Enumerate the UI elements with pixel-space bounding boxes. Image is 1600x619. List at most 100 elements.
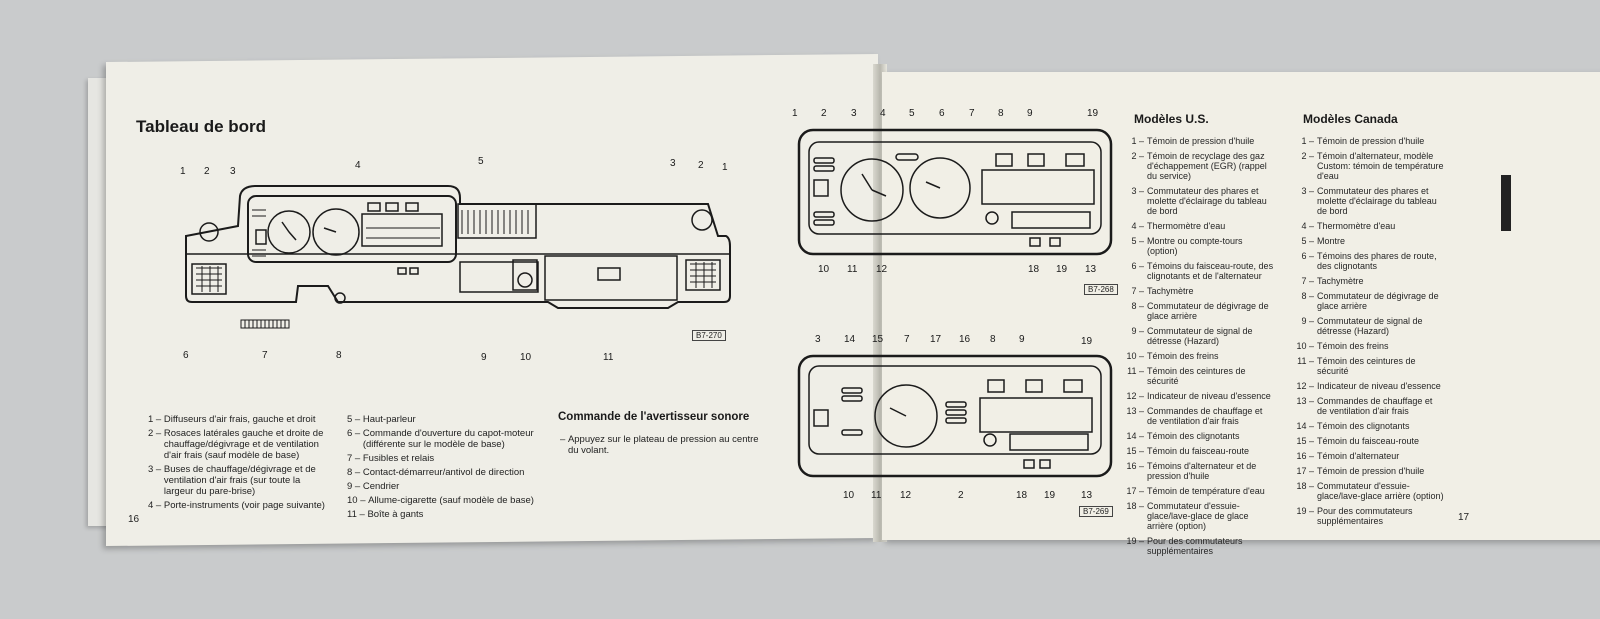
list-item: 16 –Témoins d'alternateur et de pression… [1126,461,1257,481]
list-item: 6 – Commande d'ouverture du capot-moteur… [347,428,534,450]
us-callout-2: 2 [821,108,827,119]
list-item: 18 –Commutateur d'essuie-glace/lave-glac… [1296,481,1444,501]
page-number-right: 17 [1458,512,1470,523]
list-item: 18 –Commutateur d'essuie-glace/lave-glac… [1126,501,1249,531]
callout-2: 2 [204,166,210,177]
page-number-left: 16 [128,514,140,525]
list-item: 1 –Témoin de pression d'huile [1131,136,1255,146]
ca-callout-18: 18 [1016,490,1028,501]
list-item: 10 –Témoin des freins [1296,341,1389,351]
callout-1: 1 [180,166,186,177]
list-item: 8 –Commutateur de dégivrage de glace arr… [1301,291,1439,311]
list-item: 19 –Pour des commutateurs supplémentaire… [1296,506,1413,526]
ca-callout-16: 16 [959,334,971,345]
list-item: 15 –Témoin du faisceau-route [1126,446,1250,456]
list-item: 3 –Commutateur des phares et molette d'é… [1301,186,1437,216]
list-item: 19 –Pour des commutateurs supplémentaire… [1126,536,1243,556]
list-item: 9 – Cendrier [347,481,400,492]
us-callout-5: 5 [909,108,915,119]
us-callout-9: 9 [1027,108,1033,119]
list-item: 8 –Commutateur de dégivrage de glace arr… [1131,301,1269,321]
callout-2-right: 2 [698,160,704,171]
figure-ref: B7-270 [692,330,726,341]
list-item: 10 – Allume-cigarette (sauf modèle de ba… [347,495,534,506]
list-item: 5 –Montre ou compte-tours (option) [1131,236,1243,256]
figure-ref-bottom: B7-269 [1079,506,1113,517]
list-item: 3 –Commutateur des phares et molette d'é… [1131,186,1267,216]
ca-callout-11: 11 [871,490,882,501]
us-callout-8: 8 [998,108,1004,119]
list-item: 4 –Thermomètre d'eau [1131,221,1226,231]
callout-4: 4 [355,160,361,171]
canada-models-heading: Modèles Canada [1303,112,1398,126]
horn-section-text: – Appuyez sur le plateau de pression au … [560,434,760,459]
callout-3-right: 3 [670,158,676,169]
list-item: 12 –Indicateur de niveau d'essence [1126,391,1271,401]
callout-11: 11 [603,352,614,363]
list-item: – Appuyez sur le plateau de pression au … [560,434,759,456]
list-item: 16 –Témoin d'alternateur [1296,451,1400,461]
callout-1-right: 1 [722,162,728,173]
ca-callout-14: 14 [844,334,856,345]
ca-callout-8: 8 [990,334,996,345]
dashboard-diagram [178,176,738,316]
ca-callout-10: 10 [843,490,855,501]
list-item: 9 –Commutateur de signal de détresse (Ha… [1131,326,1253,346]
us-callout-19b: 19 [1056,264,1068,275]
us-callout-19: 19 [1087,108,1099,119]
callout-9: 9 [481,352,487,363]
list-item: 5 – Haut-parleur [347,414,416,425]
us-callout-12: 12 [876,264,888,275]
list-item: 2 –Témoin d'alternateur, modèle Custom: … [1301,151,1444,181]
ca-callout-17: 17 [930,334,942,345]
us-callout-7: 7 [969,108,975,119]
figure-ref-top: B7-268 [1084,284,1118,295]
fuse-box-drawing [240,318,290,330]
us-callout-11: 11 [847,264,858,275]
list-item: 11 –Témoin des ceintures de sécurité [1127,366,1246,386]
list-item: 17 –Témoin de température d'eau [1126,486,1265,496]
list-item: 2 – Rosaces latérales gauche et droite d… [148,428,324,461]
ca-callout-9: 9 [1019,334,1025,345]
list-item: 14 –Témoin des clignotants [1126,431,1240,441]
ca-callout-15: 15 [872,334,884,345]
list-item: 1 –Témoin de pression d'huile [1301,136,1425,146]
ca-callout-13: 13 [1081,490,1093,501]
right-page [882,72,1600,540]
us-callout-4: 4 [880,108,886,119]
list-item: 1 – Diffuseurs d'air frais, gauche et dr… [148,414,316,425]
list-item: 4 – Porte-instruments (voir page suivant… [148,500,325,511]
ca-callout-19: 19 [1081,336,1093,347]
callout-5: 5 [478,156,484,167]
list-item: 15 –Témoin du faisceau-route [1296,436,1420,446]
ca-callout-2: 2 [958,490,964,501]
ca-callout-19b: 19 [1044,490,1056,501]
instrument-cluster-us-diagram [796,126,1116,258]
us-callout-18: 18 [1028,264,1040,275]
callout-6: 6 [183,350,189,361]
list-item: 3 – Buses de chauffage/dégivrage et de v… [148,464,316,497]
page-title: Tableau de bord [136,117,267,136]
list-item: 8 – Contact-démarreur/antivol de directi… [347,467,525,478]
list-item: 7 – Fusibles et relais [347,453,435,464]
callout-3: 3 [230,166,236,177]
callout-8: 8 [336,350,342,361]
list-item: 10 –Témoin des freins [1126,351,1219,361]
callout-10: 10 [520,352,532,363]
us-callout-1: 1 [792,108,798,119]
us-callout-13: 13 [1085,264,1097,275]
list-item: 13 –Commandes de chauffage et de ventila… [1126,406,1263,426]
horn-section-title: Commande de l'avertisseur sonore [558,411,750,423]
manual-spread [88,53,1600,548]
legend-column-2: 5 – Haut-parleur 6 – Commande d'ouvertur… [347,414,543,523]
ca-callout-3: 3 [815,334,821,345]
legend-column-1: 1 – Diffuseurs d'air frais, gauche et dr… [148,414,328,514]
us-callout-6: 6 [939,108,945,119]
list-item: 5 –Montre [1301,236,1346,246]
list-item: 13 –Commandes de chauffage et de ventila… [1296,396,1433,416]
list-item: 7 –Tachymètre [1301,276,1364,286]
list-item: 12 –Indicateur de niveau d'essence [1296,381,1441,391]
list-item: 7 –Tachymètre [1131,286,1194,296]
callout-7: 7 [262,350,268,361]
list-item: 17 –Témoin de pression d'huile [1296,466,1425,476]
